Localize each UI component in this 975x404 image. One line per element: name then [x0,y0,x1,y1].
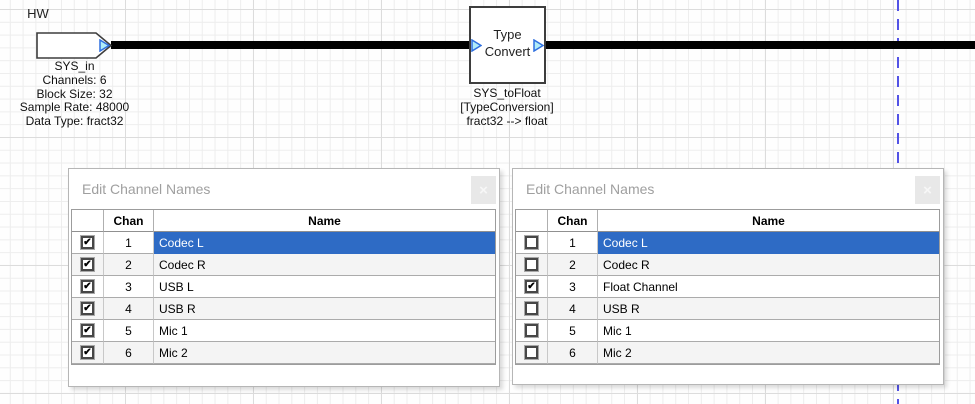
tc-conversion-text: fract32 --> float [466,113,548,128]
edit-channel-names-dialog-right[interactable]: Edit Channel Names × Chan Name 1 Codec L… [512,168,944,385]
hw-prop-datatype: Data Type: fract32 [25,114,124,129]
checkbox-icon: ✔ [80,345,95,360]
tc-module-class: [TypeConversion] [460,99,554,114]
channel-checkbox[interactable]: ✔ [72,320,104,342]
close-icon: × [923,181,932,199]
channel-number: 5 [104,320,154,342]
edit-channel-names-dialog-left[interactable]: Edit Channel Names × Chan Name ✔ 1 Codec… [68,168,500,387]
type-convert-label-line1: Type [493,27,522,42]
hw-prop-samplerate: Sample Rate: 48000 [19,100,130,115]
close-button[interactable]: × [471,176,496,204]
close-button[interactable]: × [915,176,940,204]
hw-input-block[interactable] [36,32,113,59]
channel-number: 1 [104,232,154,254]
hw-prop-channels: Channels: 6 [42,72,107,87]
channel-name-cell[interactable]: Mic 2 [154,342,495,364]
channel-number: 6 [104,342,154,364]
table-header-checkbox [72,210,104,232]
channel-checkbox[interactable] [516,254,548,276]
channel-name-cell[interactable]: Mic 1 [598,320,939,342]
channel-checkbox[interactable] [516,320,548,342]
channel-number: 2 [548,254,598,276]
channel-number: 2 [104,254,154,276]
channel-name-cell[interactable]: USB L [154,276,495,298]
channel-number: 3 [548,276,598,298]
wire-hw-to-typeconvert[interactable] [111,41,470,49]
table-header-chan: Chan [104,210,154,232]
checkbox-icon [524,345,539,360]
checkbox-icon: ✔ [80,257,95,272]
channel-name-cell[interactable]: Codec R [598,254,939,276]
wire-typeconvert-out[interactable] [545,41,975,49]
channel-number: 1 [548,232,598,254]
hw-block-shape [36,32,113,59]
checkbox-icon: ✔ [524,279,539,294]
tc-instance-name: SYS_toFloat [473,86,541,100]
channel-name-cell[interactable]: Mic 1 [154,320,495,342]
channel-table: Chan Name 1 Codec L 2 Codec R ✔ 3 Float … [515,209,940,365]
output-pin-icon[interactable] [99,38,111,57]
type-convert-block[interactable]: Type Convert [469,6,546,84]
channel-number: 5 [548,320,598,342]
close-icon: × [479,181,488,199]
checkbox-icon: ✔ [80,301,95,316]
channel-name-cell[interactable]: Codec R [154,254,495,276]
type-convert-caption: SYS_toFloat [TypeConversion] fract32 -->… [432,86,582,128]
channel-checkbox[interactable]: ✔ [72,342,104,364]
dialog-title: Edit Channel Names [526,181,655,197]
hw-block-caption: SYS_in Channels: 6 Block Size: 32 Sample… [2,59,147,129]
channel-checkbox[interactable]: ✔ [516,276,548,298]
channel-number: 3 [104,276,154,298]
checkbox-icon: ✔ [80,279,95,294]
channel-checkbox[interactable] [516,232,548,254]
channel-checkbox[interactable] [516,298,548,320]
channel-name-cell[interactable]: Codec L [154,232,495,254]
hw-prop-blocksize: Block Size: 32 [36,86,113,101]
channel-number: 4 [104,298,154,320]
input-pin-icon[interactable] [471,38,483,57]
table-header-checkbox [516,210,548,232]
channel-name-cell[interactable]: Codec L [598,232,939,254]
output-pin-icon[interactable] [533,38,545,57]
channel-checkbox[interactable]: ✔ [72,254,104,276]
checkbox-icon [524,235,539,250]
channel-table: Chan Name ✔ 1 Codec L ✔ 2 Codec R ✔ 3 US… [71,209,496,365]
channel-name-cell[interactable]: Float Channel [598,276,939,298]
channel-name-cell[interactable]: Mic 2 [598,342,939,364]
channel-checkbox[interactable] [516,342,548,364]
channel-number: 4 [548,298,598,320]
checkbox-icon [524,301,539,316]
channel-name-cell[interactable]: USB R [598,298,939,320]
channel-checkbox[interactable]: ✔ [72,232,104,254]
channel-number: 6 [548,342,598,364]
checkbox-icon [524,323,539,338]
channel-checkbox[interactable]: ✔ [72,276,104,298]
checkbox-icon [524,257,539,272]
table-header-name: Name [154,210,495,232]
channel-name-cell[interactable]: USB R [154,298,495,320]
hw-instance-name: SYS_in [54,59,95,73]
dialog-title: Edit Channel Names [82,181,211,197]
checkbox-icon: ✔ [80,323,95,338]
channel-checkbox[interactable]: ✔ [72,298,104,320]
table-header-chan: Chan [548,210,598,232]
table-header-name: Name [598,210,939,232]
hw-block-label: HW [27,6,49,21]
checkbox-icon: ✔ [80,235,95,250]
type-convert-label-line2: Convert [484,44,531,59]
